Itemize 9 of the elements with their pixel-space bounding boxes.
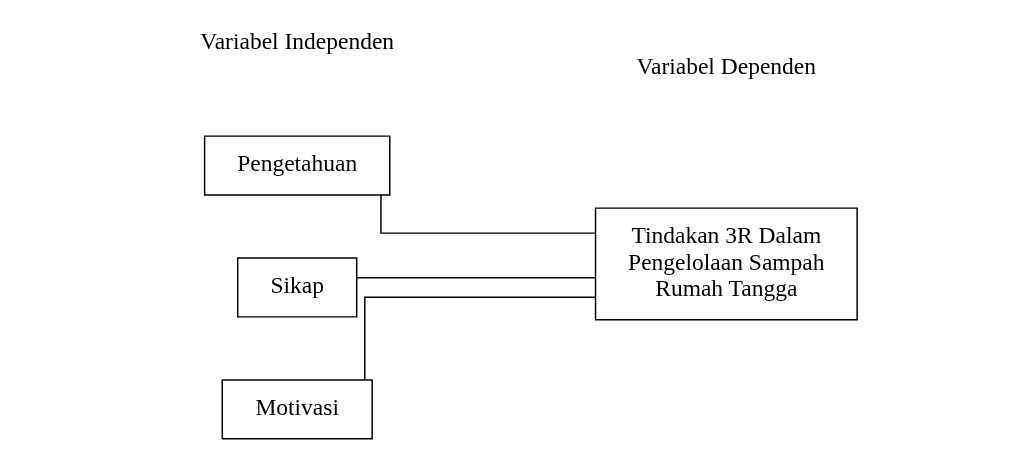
node-box: Sikap xyxy=(236,257,357,318)
connector xyxy=(379,194,596,234)
node-box: Motivasi xyxy=(221,379,373,440)
connector xyxy=(355,276,596,279)
label: Variabel Independen xyxy=(199,28,394,55)
node-box: Tindakan 3R Dalam Pengelolaan Sampah Rumah Tangga xyxy=(594,207,858,321)
label: Variabel Dependen xyxy=(636,53,816,80)
node-box: Pengetahuan xyxy=(203,135,391,196)
connector xyxy=(363,296,596,381)
